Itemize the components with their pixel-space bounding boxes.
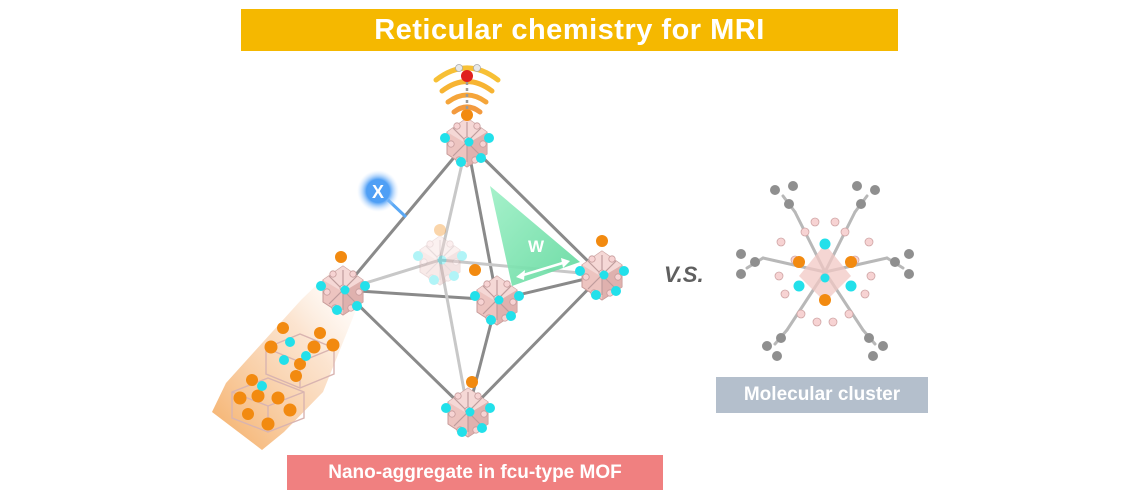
nano-aggregate-zoom [212,262,368,450]
cluster-node-left [315,251,371,316]
x-label: X [372,182,384,202]
cluster-label: Molecular cluster [716,377,928,413]
w-label: W [528,237,545,256]
cluster-node-center [469,264,525,326]
title-banner: Reticular chemistry for MRI [241,9,898,51]
molecular-cluster [736,181,914,361]
framework-linkers [341,140,604,414]
mof-label: Nano-aggregate in fcu-type MOF [287,455,663,490]
page-title: Reticular chemistry for MRI [374,13,765,46]
water-molecule-icon [455,64,481,112]
cluster-node-bottom [440,376,496,438]
cluster-node-right [574,235,630,301]
pore-window-wedge: W [490,186,580,286]
cluster-node-back [412,224,468,286]
x-bubble-icon: X [357,170,408,219]
cluster-node-top [439,109,495,168]
vs-label: V.S. [664,262,704,287]
